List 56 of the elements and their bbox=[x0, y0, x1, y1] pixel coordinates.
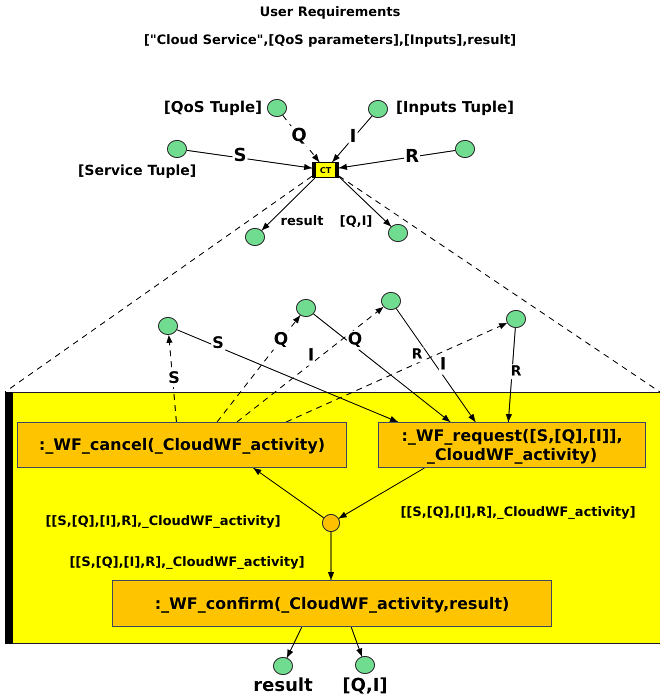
swimlane-band bbox=[5, 392, 660, 644]
place-circle bbox=[273, 657, 293, 675]
place-circle bbox=[167, 140, 187, 158]
arrow bbox=[328, 532, 334, 580]
tag-box: CT bbox=[312, 162, 339, 178]
place-circle bbox=[381, 292, 401, 310]
activity-box: :_WF_request([S,[Q],[I]], _CloudWF_activity) bbox=[378, 422, 646, 468]
arrow bbox=[338, 468, 425, 519]
edge-label: I bbox=[348, 127, 358, 147]
arrow bbox=[396, 308, 476, 422]
place-circle bbox=[158, 317, 178, 335]
arrow bbox=[332, 116, 372, 162]
circle-label: [Inputs Tuple] bbox=[396, 98, 516, 116]
arrow bbox=[506, 327, 516, 422]
diagram-title: User Requirements bbox=[258, 5, 402, 20]
arrow bbox=[176, 329, 398, 422]
place-circle bbox=[368, 100, 388, 118]
edge-label: S bbox=[167, 369, 181, 387]
edge-label: [Q,I] bbox=[338, 214, 374, 230]
arrow bbox=[313, 313, 451, 422]
arrow bbox=[338, 150, 456, 170]
edge-label: [[S,[Q],[I],R],_CloudWF_activity] bbox=[399, 506, 637, 520]
edge-label: S bbox=[211, 334, 225, 352]
activity-box: :_WF_confirm(_CloudWF_activity,result) bbox=[112, 580, 552, 627]
circle-label: [Q,I] bbox=[341, 675, 389, 696]
arrow bbox=[261, 178, 316, 231]
arrow bbox=[286, 322, 508, 422]
place-circle bbox=[267, 99, 287, 117]
arrow bbox=[338, 176, 392, 227]
arrow bbox=[350, 626, 362, 657]
circle-label: [Service Tuple] bbox=[78, 163, 198, 179]
edge-label: [[S,[Q],[I],R],_CloudWF_activity] bbox=[44, 514, 282, 530]
place-circle bbox=[245, 228, 265, 246]
edge-label: Q bbox=[346, 330, 364, 350]
circle-label: result bbox=[252, 675, 314, 696]
arrow bbox=[186, 150, 312, 170]
arrow bbox=[286, 626, 302, 658]
edge-label: Q bbox=[272, 330, 290, 350]
edge-label: R bbox=[510, 364, 522, 380]
junction-circle bbox=[322, 514, 340, 532]
activity-box: :_WF_cancel(_CloudWF_activity) bbox=[17, 422, 347, 468]
circle-label: [QoS Tuple] bbox=[162, 98, 262, 116]
arrow bbox=[236, 306, 384, 422]
arrow bbox=[252, 468, 324, 518]
place-circle bbox=[388, 224, 408, 242]
edge-label: I bbox=[438, 356, 448, 374]
place-circle bbox=[455, 140, 475, 158]
edge-label: I bbox=[306, 346, 316, 366]
place-circle bbox=[296, 299, 316, 317]
place-circle bbox=[506, 310, 526, 328]
place-circle bbox=[355, 656, 375, 674]
edge-label: R bbox=[410, 347, 424, 363]
edge-label: Q bbox=[290, 126, 308, 146]
requirement-text: ["Cloud Service",[QoS parameters],[Inputs],result] bbox=[142, 33, 518, 48]
arrow bbox=[216, 314, 301, 422]
edge-label: [[S,[Q],[I],R],_CloudWF_activity] bbox=[68, 556, 306, 570]
